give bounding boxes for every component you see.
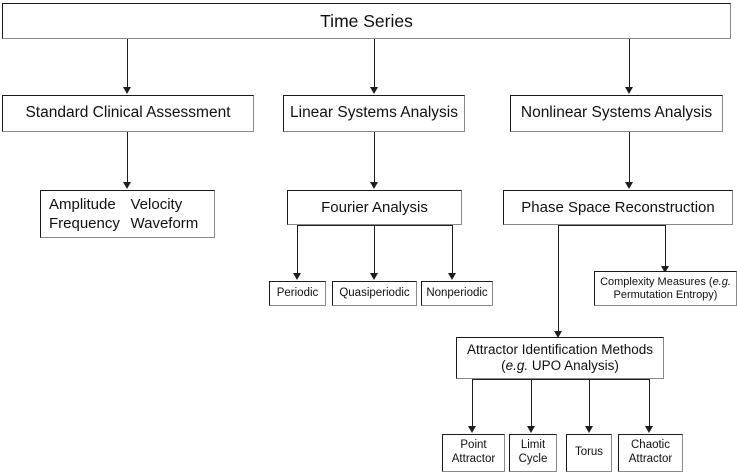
arrowhead-fourier-to-quasiperiodic [369,273,378,280]
complexity-eg-italic: e.g. [712,275,731,288]
arrowhead-linear-to-fourier [369,182,378,189]
node-attractor-methods-line2: (e.g. UPO Analysis) [501,358,619,374]
attractor-eg-italic: e.g. [505,358,529,373]
node-torus: Torus [566,434,612,472]
arrowhead-root-to-standard [122,87,131,94]
connector-root-to-linear [374,39,375,88]
node-periodic-label: Periodic [276,286,319,299]
arrowhead-phase-space-to-complexity [660,266,669,273]
connector-standard-to-measures [127,132,128,183]
connector-phase-space-to-attractor-methods [558,225,559,332]
node-nonperiodic: Nonperiodic [421,281,493,306]
node-limit-cycle-line2: Cycle [518,453,548,465]
arrowhead-attractor-to-chaotic [644,426,653,433]
node-attractor-identification-methods: Attractor Identification Methods (e.g. U… [456,337,664,379]
node-point-attractor-line2: Attractor [451,453,496,465]
node-standard-clinical-assessment: Standard Clinical Assessment [2,95,254,132]
connector-attractor-to-point [472,379,473,427]
node-fourier-analysis-label: Fourier Analysis [321,198,428,216]
node-point-attractor-line1: Point [460,439,487,452]
node-complexity-measures: Complexity Measures (e.g. Permutation En… [594,271,737,306]
connector-attractor-to-torus [589,379,590,427]
node-quasiperiodic-label: Quasiperiodic [339,286,410,299]
connector-nonlinear-to-phase-space [629,132,630,183]
arrowhead-attractor-to-limit-cycle [526,426,535,433]
node-chaotic-attractor: Chaotic Attractor [618,434,683,472]
connector-phase-space-bus [558,225,665,226]
node-torus-label: Torus [574,446,604,459]
complexity-line1-pre: Complexity Measures ( [600,275,713,288]
node-limit-cycle-line1: Limit [520,439,546,452]
arrowhead-root-to-nonlinear [624,87,633,94]
node-linear-systems-analysis: Linear Systems Analysis [283,95,465,132]
node-standard-clinical-assessment-label: Standard Clinical Assessment [25,104,231,122]
measure-waveform: Waveform [130,214,199,232]
connector-root-to-nonlinear [629,39,630,88]
node-periodic: Periodic [269,281,326,306]
node-linear-systems-analysis-label: Linear Systems Analysis [290,104,458,122]
node-limit-cycle: Limit Cycle [509,434,557,472]
connector-linear-to-fourier [374,132,375,183]
connector-attractor-to-limit-cycle [531,379,532,427]
node-nonlinear-systems-analysis: Nonlinear Systems Analysis [510,95,723,132]
node-chaotic-attractor-line1: Chaotic [631,439,670,452]
connector-root-to-standard [127,39,128,88]
node-complexity-measures-line2: Permutation Entropy) [613,288,718,301]
arrowhead-standard-to-measures [122,182,131,189]
connector-fourier-to-nonperiodic [452,225,453,274]
node-chaotic-attractor-line2: Attractor [628,453,673,465]
connector-attractor-bus [472,379,649,380]
arrowhead-root-to-linear [369,87,378,94]
node-complexity-measures-line1: Complexity Measures (e.g. [600,276,731,289]
arrowhead-nonlinear-to-phase-space [624,182,633,189]
connector-attractor-to-chaotic [649,379,650,427]
node-phase-space-reconstruction: Phase Space Reconstruction [503,190,733,225]
node-clinical-measures: Amplitude Velocity Frequency Waveform [40,190,215,238]
node-time-series: Time Series [2,3,731,39]
attractor-line2-post: UPO Analysis) [528,358,619,373]
connector-phase-space-to-complexity [665,225,666,267]
node-point-attractor: Point Attractor [442,434,505,472]
arrowhead-attractor-to-torus [584,426,593,433]
node-nonperiodic-label: Nonperiodic [426,286,488,299]
node-fourier-analysis: Fourier Analysis [287,190,462,225]
measure-velocity: Velocity [130,195,183,213]
arrowhead-fourier-to-nonperiodic [447,273,456,280]
measure-frequency: Frequency [49,214,120,232]
node-attractor-methods-line1: Attractor Identification Methods [466,342,654,358]
attractor-paren-open: ( [501,358,506,373]
node-nonlinear-systems-analysis-label: Nonlinear Systems Analysis [520,104,713,122]
node-time-series-label: Time Series [320,10,413,31]
arrowhead-fourier-to-periodic [292,273,301,280]
arrowhead-attractor-to-point [467,426,476,433]
arrowhead-phase-space-to-attractor-methods [553,331,562,338]
connector-fourier-to-quasiperiodic [374,225,375,274]
measure-amplitude: Amplitude [49,195,116,213]
node-phase-space-reconstruction-label: Phase Space Reconstruction [521,198,715,216]
node-quasiperiodic: Quasiperiodic [332,281,417,306]
connector-fourier-to-periodic [297,225,298,274]
